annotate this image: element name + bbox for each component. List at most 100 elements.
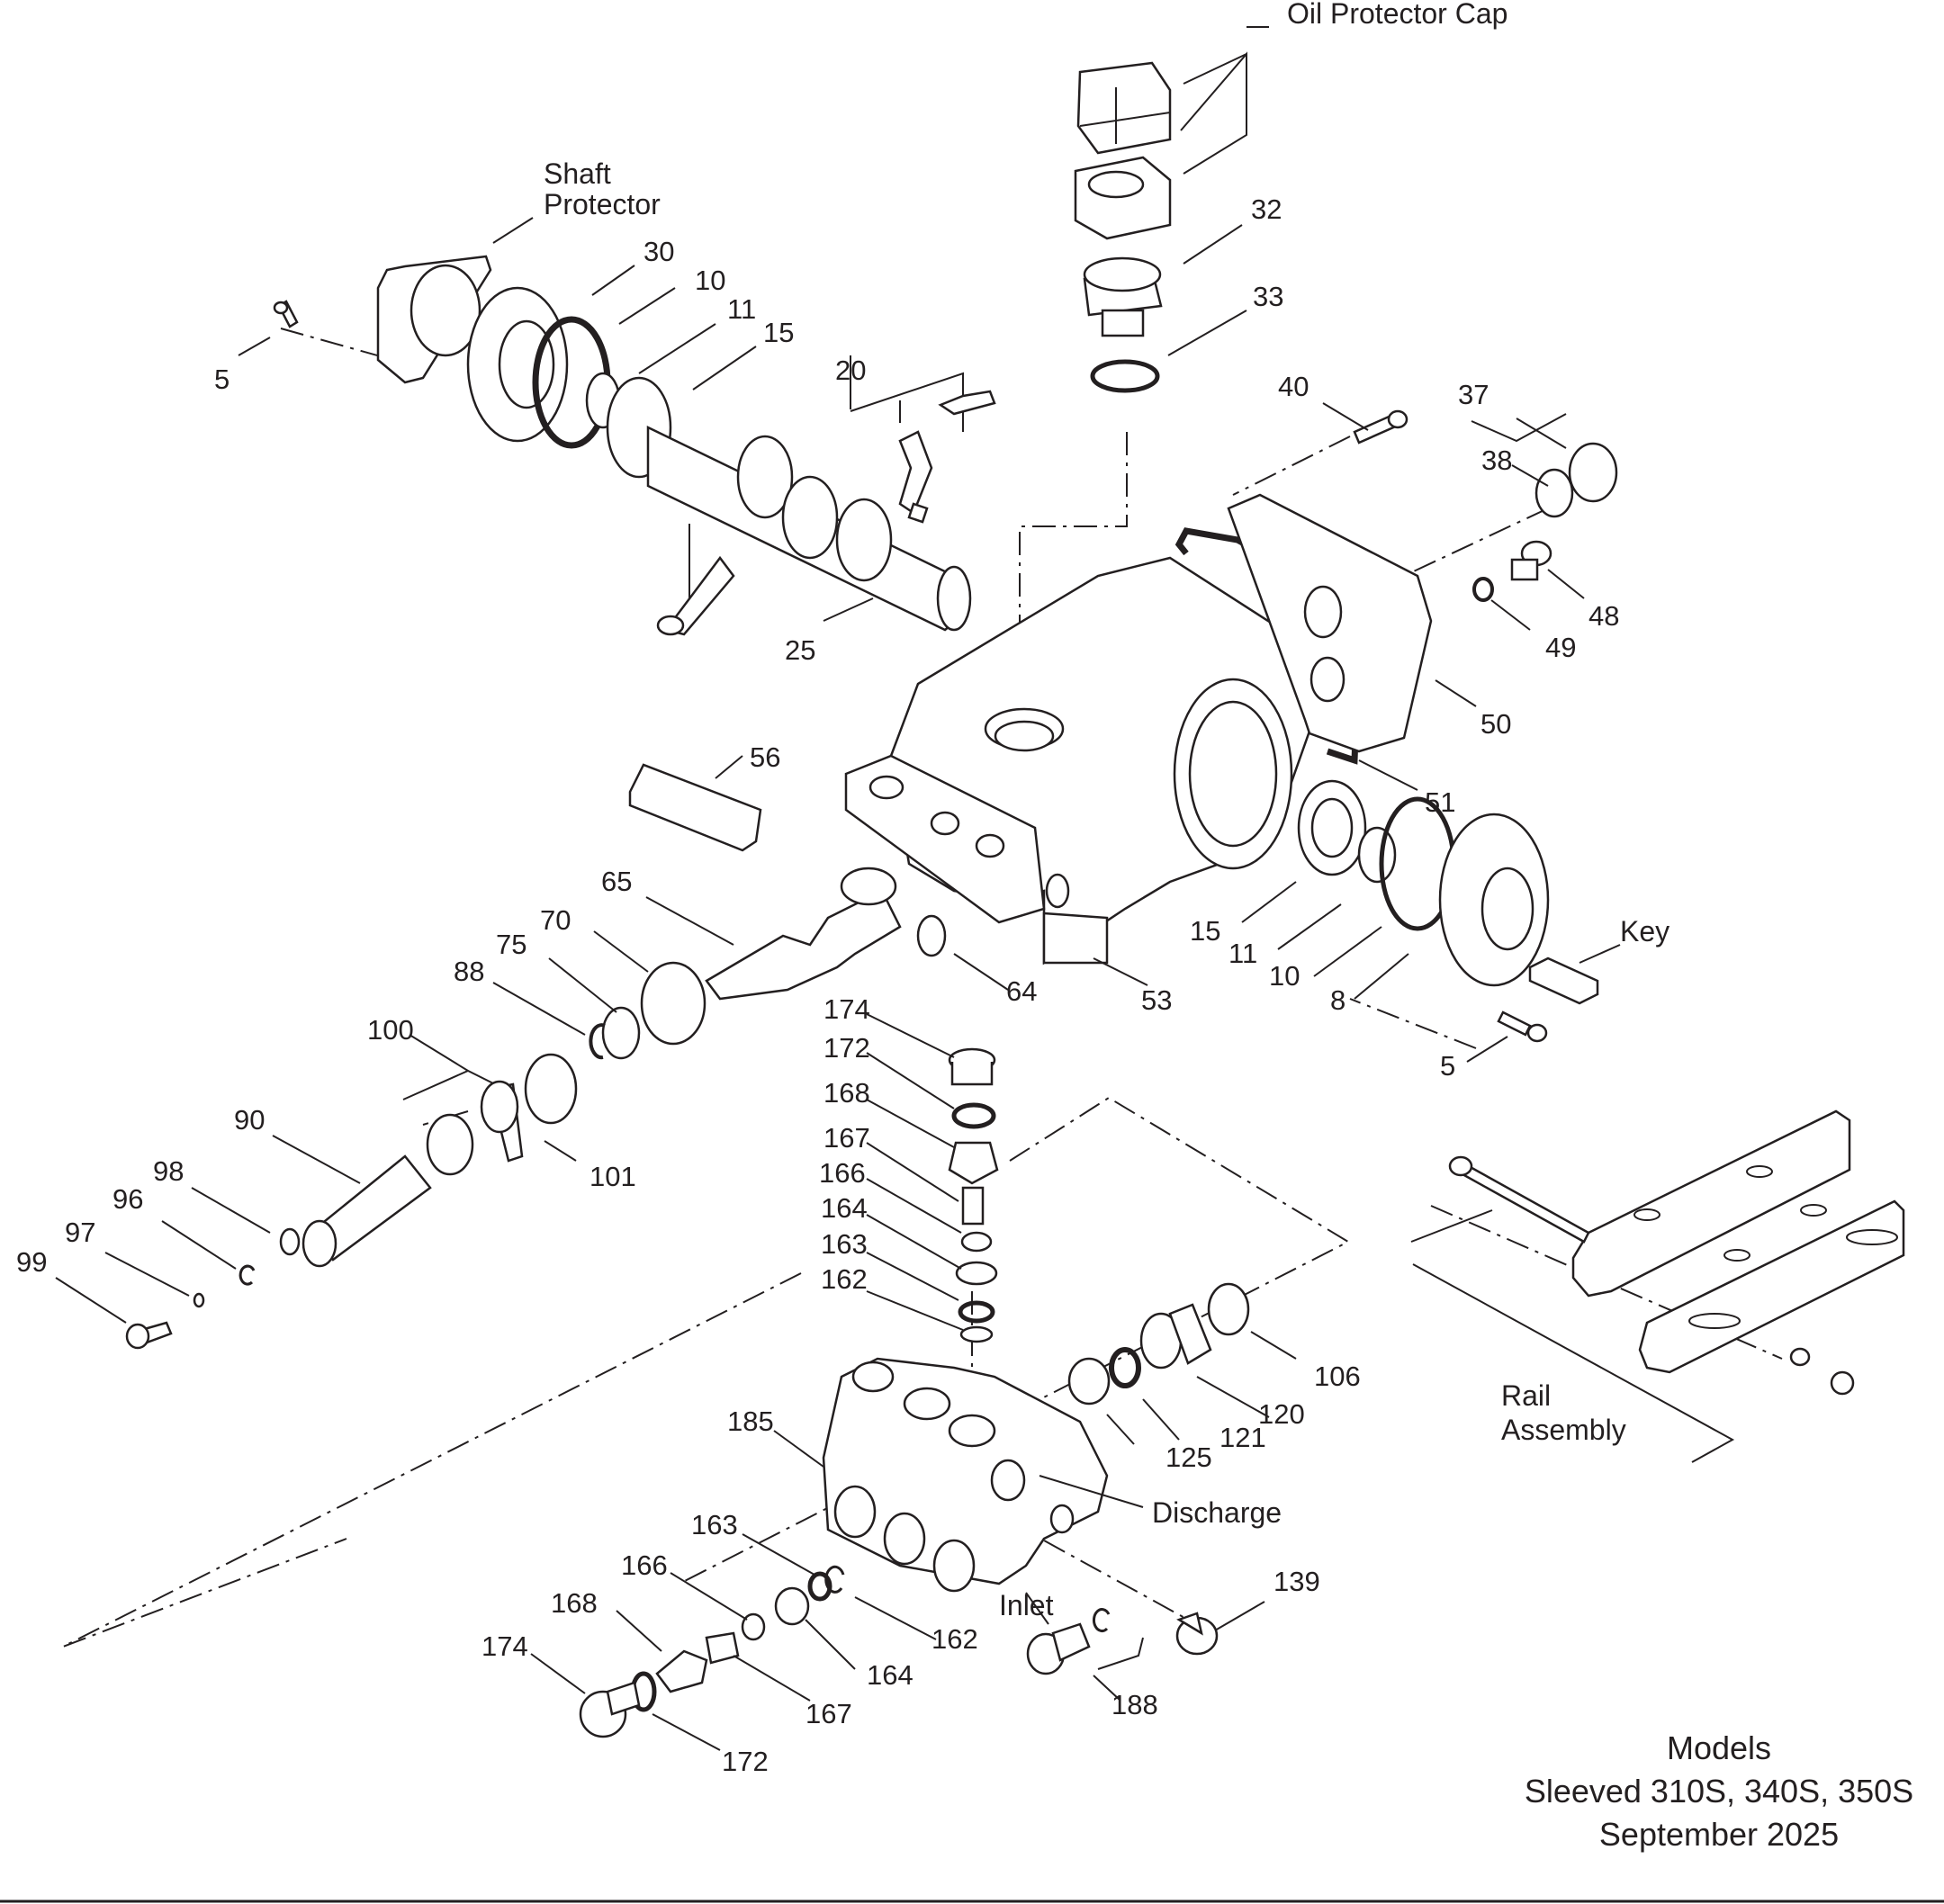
part-number-53: 53 (1141, 984, 1172, 1016)
part-number-11: 11 (727, 293, 756, 325)
part-number-15-right: 15 (1190, 915, 1220, 947)
part-number-174: 174 (824, 993, 870, 1025)
right-bearing-group (1297, 779, 1599, 1043)
valve-stack-top (948, 1047, 999, 1343)
oil-cap-hex-nut (1074, 156, 1172, 240)
valve-cage-168-bottom (655, 1649, 708, 1693)
part-number-33: 33 (1253, 281, 1283, 312)
part-number-56: 56 (750, 741, 780, 773)
part-number-172-bottom: 172 (722, 1746, 769, 1777)
part-number-163-bottom: 163 (691, 1509, 738, 1540)
plug-139 (1175, 1612, 1219, 1656)
callout-inlet: Inlet (999, 1589, 1054, 1621)
part-number-50: 50 (1480, 708, 1511, 740)
part-number-100: 100 (367, 1014, 414, 1046)
snap-ring-96 (238, 1264, 256, 1286)
models-list: Sleeved 310S, 340S, 350S (1525, 1773, 1913, 1810)
o-ring-172-top (951, 1102, 996, 1129)
gasket-38 (1534, 468, 1574, 518)
rear-cover-group (1174, 409, 1618, 765)
part-number-96: 96 (112, 1183, 143, 1215)
part-number-38: 38 (1481, 445, 1512, 476)
part-number-70: 70 (540, 904, 571, 936)
plunger-bolt-99 (125, 1321, 173, 1350)
part-number-30: 30 (644, 236, 674, 267)
crankcase-53 (844, 556, 1325, 965)
models-date: September 2025 (1599, 1816, 1839, 1853)
part-number-10-right: 10 (1269, 960, 1300, 992)
part-number-162: 162 (821, 1263, 868, 1295)
o-ring-163-bottom (807, 1571, 832, 1602)
part-number-20: 20 (835, 355, 866, 386)
part-number-106: 106 (1314, 1361, 1361, 1392)
seal-100 (426, 1113, 474, 1176)
part-number-168-bottom: 168 (551, 1587, 598, 1619)
o-ring-49 (1472, 577, 1494, 602)
models-title: Models (1667, 1729, 1771, 1766)
part-number-40: 40 (1278, 371, 1309, 402)
o-ring-188 (1092, 1608, 1111, 1633)
valve-stack-bottom (579, 1565, 1219, 1738)
o-ring-33 (1090, 359, 1160, 393)
part-number-64: 64 (1006, 975, 1037, 1007)
callout-shaft-protector-line2: Protector (544, 188, 661, 220)
manifold-185 (822, 1357, 1109, 1593)
part-number-97: 97 (65, 1217, 95, 1248)
part-number-166: 166 (819, 1157, 866, 1189)
part-number-120: 120 (1258, 1398, 1305, 1430)
spacer-106 (1207, 1282, 1250, 1336)
o-ring-121 (1109, 1347, 1141, 1388)
sight-glass-48 (1510, 540, 1552, 581)
part-number-139: 139 (1274, 1566, 1320, 1597)
part-number-99: 99 (16, 1246, 47, 1278)
fitting-125 (1067, 1357, 1111, 1406)
plug-37 (1568, 442, 1618, 503)
part-number-49: 49 (1545, 632, 1576, 663)
part-number-98: 98 (153, 1155, 184, 1187)
fitting-188 (1026, 1622, 1091, 1675)
valve-166-bottom (741, 1612, 766, 1641)
oil-cap-hex-cover (1076, 61, 1172, 155)
shaft-protector-group (273, 255, 672, 479)
part-number-188: 188 (1112, 1689, 1158, 1720)
valve-cage-168-top (948, 1141, 999, 1185)
bolt-40 (1353, 409, 1408, 445)
part-number-37: 37 (1458, 379, 1489, 410)
oil-filler-cap-32 (1083, 256, 1163, 337)
discharge-fittings (1067, 1282, 1250, 1406)
rail-slots (1634, 1165, 1898, 1329)
valve-seat-164-bottom (774, 1586, 810, 1626)
part-number-10: 10 (695, 265, 725, 296)
backup-ring-164-top (959, 1325, 994, 1343)
o-ring-97 (193, 1292, 205, 1308)
oil-cap-56 (628, 763, 762, 852)
valve-166-top (960, 1231, 993, 1253)
washer-98 (279, 1227, 301, 1256)
callout-key: Key (1620, 915, 1670, 948)
part-number-168: 168 (824, 1077, 870, 1109)
valve-plug-174-bottom (579, 1681, 641, 1738)
part-number-167: 167 (824, 1122, 870, 1154)
plunger-drive-group (125, 763, 947, 1350)
bearing-cover-8 (1438, 813, 1550, 987)
connecting-rod-20 (656, 390, 996, 636)
part-number-65: 65 (601, 866, 632, 897)
part-number-166-bottom: 166 (621, 1549, 668, 1581)
rail-nut (1830, 1370, 1855, 1396)
callout-oil-protector-cap: Oil Protector Cap (1287, 0, 1508, 30)
o-ring-162-top (958, 1300, 995, 1324)
models-footer: Models Sleeved 310S, 340S, 350S Septembe… (1525, 1729, 1913, 1853)
part-number-labels: 30 10 11 15 5 20 25 32 33 40 37 38 48 49… (16, 193, 1619, 1777)
valve-seat-163-top (955, 1261, 998, 1286)
bearing-cover-30 (466, 286, 569, 443)
callout-discharge: Discharge (1152, 1496, 1282, 1529)
part-number-163: 163 (821, 1228, 868, 1260)
callout-rail-assembly-line1: Rail (1501, 1379, 1551, 1412)
part-number-125: 125 (1166, 1441, 1212, 1473)
bolt-5-left (273, 300, 299, 328)
part-number-51: 51 (1425, 786, 1455, 818)
part-number-11-right: 11 (1228, 938, 1257, 969)
part-number-172: 172 (824, 1032, 870, 1064)
part-number-185: 185 (727, 1406, 774, 1437)
